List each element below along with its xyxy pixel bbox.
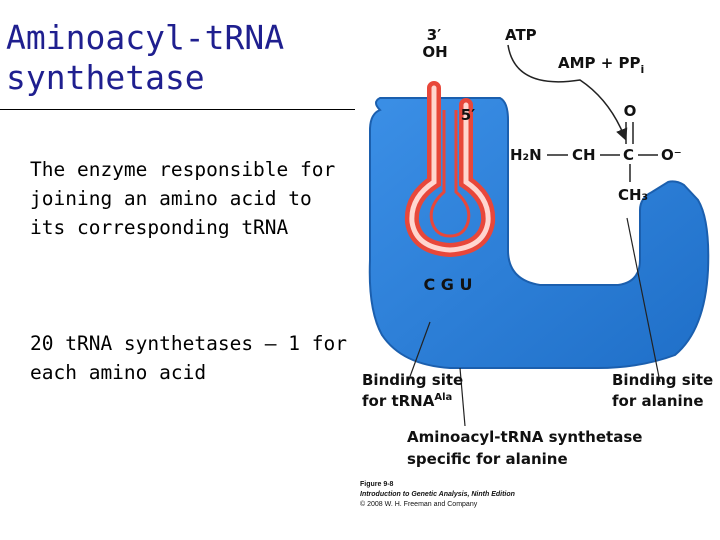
- binding-trna-label-1: Binding site: [362, 371, 463, 389]
- amino-group-label: H₂N: [510, 146, 542, 164]
- binding-trna-label-2: for tRNAAla: [362, 392, 452, 410]
- methyl-group-label: CH₃: [618, 186, 648, 204]
- pointer-trna-site: [407, 321, 431, 383]
- enzyme-body: [368, 97, 710, 369]
- trna-3prime-label: 3′: [427, 26, 441, 44]
- anticodon-label: C G U: [423, 275, 472, 294]
- figure-number: Figure 9-8: [360, 481, 394, 488]
- enzyme-label-1: Aminoacyl-tRNA synthetase: [407, 428, 642, 446]
- title-line-2: synthetase: [6, 58, 205, 97]
- alanine-structure: O H₂N CH C O⁻ CH₃: [510, 102, 682, 204]
- trna-oh-label: OH: [422, 43, 447, 61]
- alpha-carbon-label: CH: [572, 146, 596, 164]
- trna-5prime-label: 5′: [461, 106, 475, 124]
- synthetase-figure: 3′ OH 5′ C G U ATP AMP + PPi O H₂N CH C …: [360, 26, 713, 508]
- title-underline: [0, 109, 355, 110]
- trna-molecule: [404, 81, 496, 258]
- slide-title: Aminoacyl-tRNA synthetase: [6, 18, 284, 98]
- atp-label: ATP: [505, 26, 537, 44]
- figure-source: Introduction to Genetic Analysis, Ninth …: [360, 491, 515, 498]
- binding-alanine-label-2: for alanine: [612, 392, 704, 410]
- title-line-1: Aminoacyl-tRNA: [6, 18, 285, 57]
- carboxylate-o-label: O⁻: [661, 146, 682, 164]
- figure-copyright: © 2008 W. H. Freeman and Company: [360, 500, 478, 508]
- pointer-enzyme: [459, 367, 466, 427]
- definition-text: The enzyme responsible for joining an am…: [30, 158, 336, 239]
- pointer-alanine-site: [626, 217, 661, 383]
- enzyme-label-2: specific for alanine: [407, 450, 568, 468]
- carbonyl-o-label: O: [624, 102, 637, 120]
- reaction-arrow: [507, 44, 628, 141]
- amp-ppi-label: AMP + PPi: [558, 54, 644, 76]
- carboxyl-carbon-label: C: [623, 146, 634, 164]
- binding-alanine-label-1: Binding site: [612, 371, 713, 389]
- count-text: 20 tRNA synthetases – 1 for each amino a…: [30, 332, 347, 384]
